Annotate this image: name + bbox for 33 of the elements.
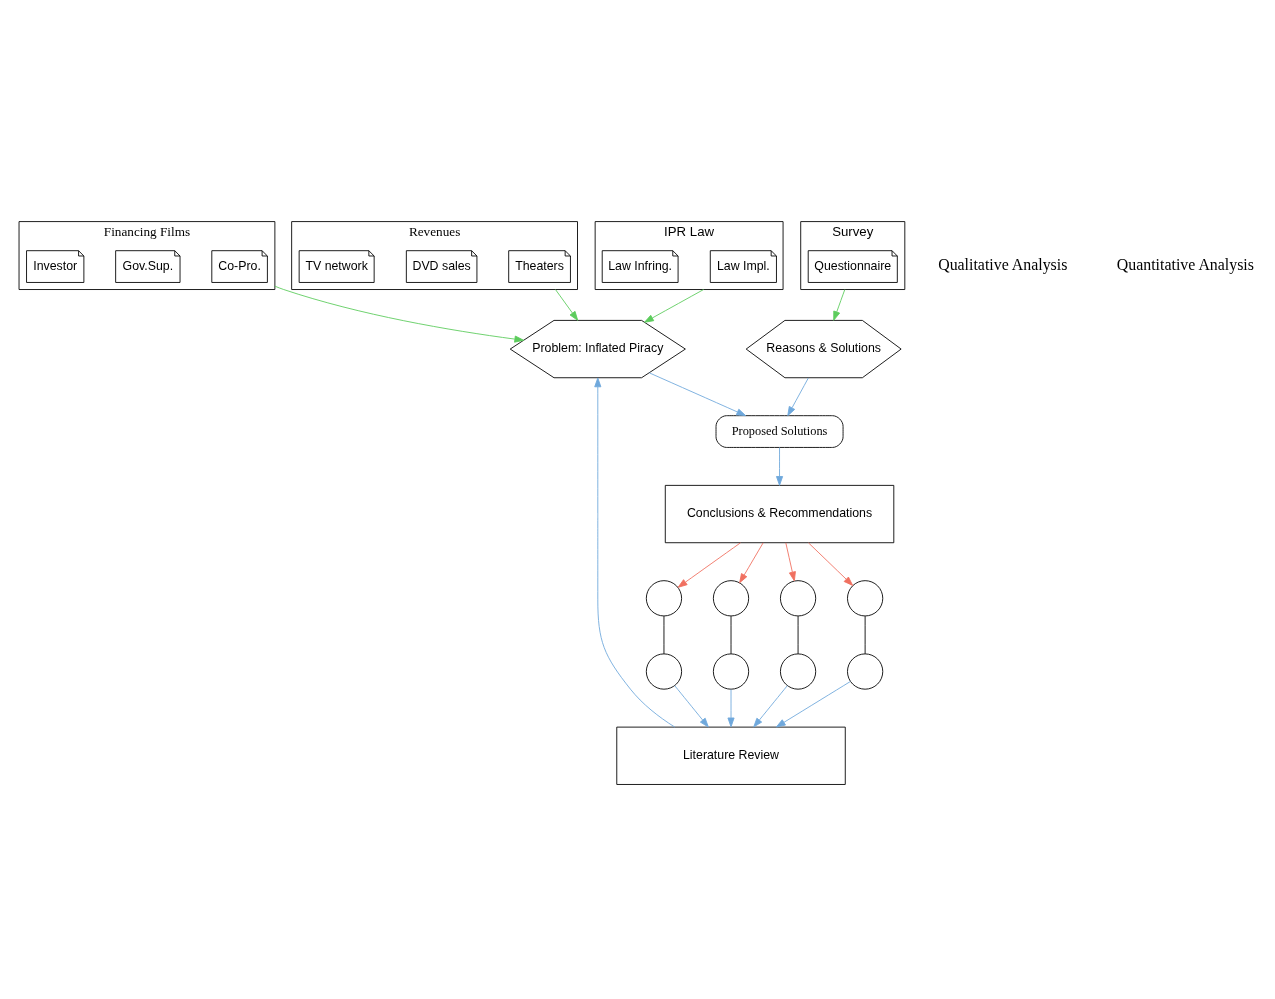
arrow bbox=[833, 289, 846, 321]
arrow bbox=[753, 685, 788, 728]
node-circle bbox=[847, 653, 884, 690]
arrow bbox=[775, 681, 851, 728]
connector bbox=[797, 615, 799, 655]
node-box: Conclusions & Recommendations bbox=[664, 484, 895, 544]
node-circle bbox=[712, 653, 750, 690]
arrow bbox=[785, 542, 796, 582]
arrow bbox=[808, 542, 854, 586]
arrow bbox=[644, 289, 705, 323]
arrow bbox=[555, 289, 579, 321]
arrow bbox=[648, 372, 747, 417]
arrow bbox=[594, 377, 676, 728]
node-circle bbox=[780, 653, 817, 690]
arrow bbox=[787, 377, 809, 417]
label: Quantitative Analysis bbox=[1116, 256, 1254, 274]
node-box: Proposed Solutions bbox=[715, 415, 844, 448]
arrow bbox=[776, 447, 784, 486]
node-circle bbox=[847, 580, 884, 617]
arrow bbox=[677, 542, 741, 588]
label: Qualitative Analysis bbox=[938, 256, 1068, 274]
arrow bbox=[674, 685, 709, 728]
node-circle bbox=[645, 580, 683, 617]
node-box: Literature Review bbox=[616, 726, 846, 785]
arrow bbox=[274, 285, 525, 343]
connector bbox=[864, 615, 866, 655]
connector bbox=[663, 615, 665, 655]
node-circle bbox=[712, 580, 750, 617]
arrow bbox=[727, 689, 735, 728]
arrow bbox=[739, 542, 764, 584]
node-circle bbox=[645, 653, 683, 690]
connector bbox=[730, 615, 732, 655]
node-circle bbox=[780, 580, 817, 617]
